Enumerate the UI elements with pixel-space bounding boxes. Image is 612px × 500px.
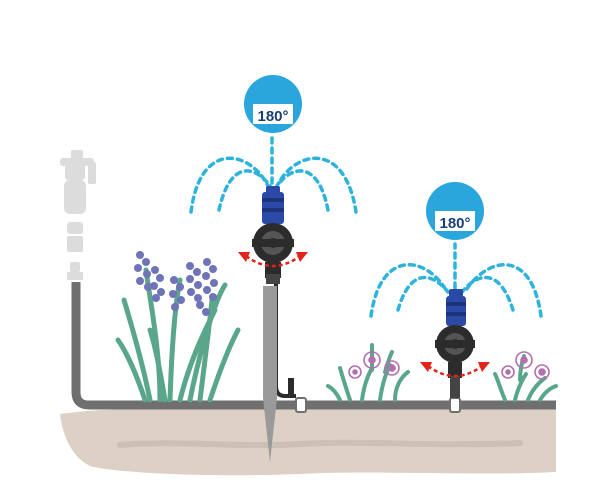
angle-label-short: 180° [439,215,470,232]
allium-plants-left [326,343,410,402]
angle-badge-tall: 180° [244,75,302,133]
rotation-arrow-head-left [420,362,432,372]
angle-badge-short: 180° [426,182,484,240]
rotation-arrow-head-right [478,362,490,372]
lavender-flowers [134,251,218,316]
spray-arc-icon [189,136,358,214]
hose-connector [295,397,307,413]
allium-flowers [348,351,400,379]
hose-connector [449,397,461,413]
angle-label-tall: 180° [257,108,288,125]
sprinkler-stake [263,275,296,462]
rotation-arrow-head-right [296,252,308,262]
lavender-plants [115,251,241,403]
rotation-arrow-icon [245,254,301,268]
allium-plants-right [493,351,558,402]
soil [60,407,556,476]
short-sprinkler [435,289,475,398]
allium-flowers [501,351,550,380]
spray-arc-icon [369,242,543,318]
tall-sprinkler [252,186,294,284]
faucet-icon [60,150,96,280]
rotation-arrow-icon [427,364,483,378]
rotation-arrow-head-left [238,252,250,262]
main-hose [71,282,556,410]
